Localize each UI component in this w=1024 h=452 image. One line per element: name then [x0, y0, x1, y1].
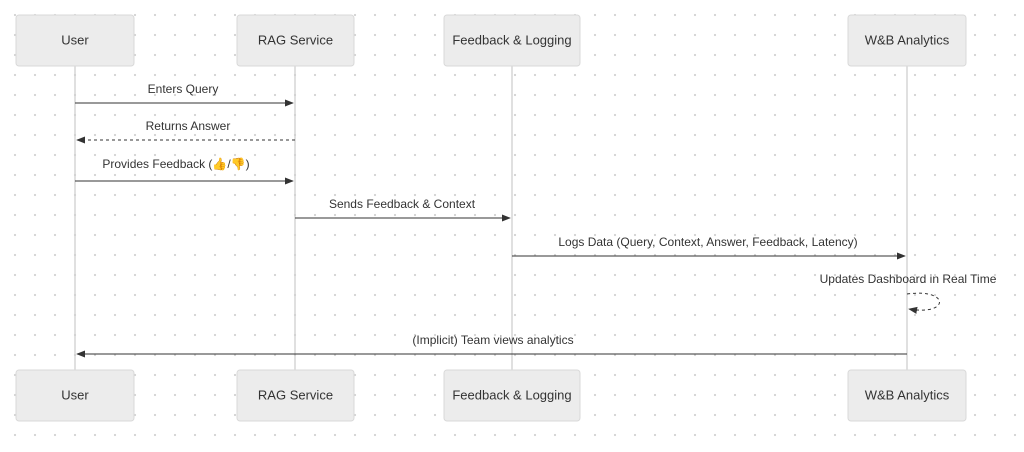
- actor-top-wandb-analytics: W&B Analytics: [847, 14, 967, 67]
- actor-top-feedback-logging: Feedback & Logging: [443, 14, 581, 67]
- message-returns-answer: Returns Answer: [76, 119, 295, 144]
- actor-bottom-feedback-logging: Feedback & Logging: [443, 369, 581, 422]
- message-updates-dashboard-self: Updates Dashboard in Real Time: [820, 272, 997, 314]
- actor-bottom-rag-service: RAG Service: [236, 369, 355, 422]
- message-label: Enters Query: [148, 82, 219, 96]
- actor-label: RAG Service: [258, 387, 333, 402]
- message-logs-data: Logs Data (Query, Context, Answer, Feedb…: [512, 235, 906, 260]
- message-label: Sends Feedback & Context: [329, 197, 476, 211]
- message-sends-feedback-context: Sends Feedback & Context: [295, 197, 511, 222]
- message-label: (Implicit) Team views analytics: [412, 333, 573, 347]
- actor-top-user: User: [15, 14, 135, 67]
- message-label: Updates Dashboard in Real Time: [820, 272, 997, 286]
- actor-bottom-user: User: [15, 369, 135, 422]
- actor-label: W&B Analytics: [865, 387, 950, 402]
- message-enters-query: Enters Query: [75, 82, 294, 107]
- message-label: Returns Answer: [146, 119, 231, 133]
- actor-label: User: [61, 32, 89, 47]
- actor-label: W&B Analytics: [865, 32, 950, 47]
- actor-top-rag-service: RAG Service: [236, 14, 355, 67]
- message-team-views-analytics: (Implicit) Team views analytics: [76, 333, 907, 358]
- actor-label: Feedback & Logging: [452, 387, 571, 402]
- message-label: Logs Data (Query, Context, Answer, Feedb…: [558, 235, 857, 249]
- actor-label: Feedback & Logging: [452, 32, 571, 47]
- message-provides-feedback: Provides Feedback (👍/👎): [75, 157, 294, 185]
- actor-label: RAG Service: [258, 32, 333, 47]
- actor-bottom-wandb-analytics: W&B Analytics: [847, 369, 967, 422]
- actor-label: User: [61, 387, 89, 402]
- message-label: Provides Feedback (👍/👎): [102, 157, 249, 171]
